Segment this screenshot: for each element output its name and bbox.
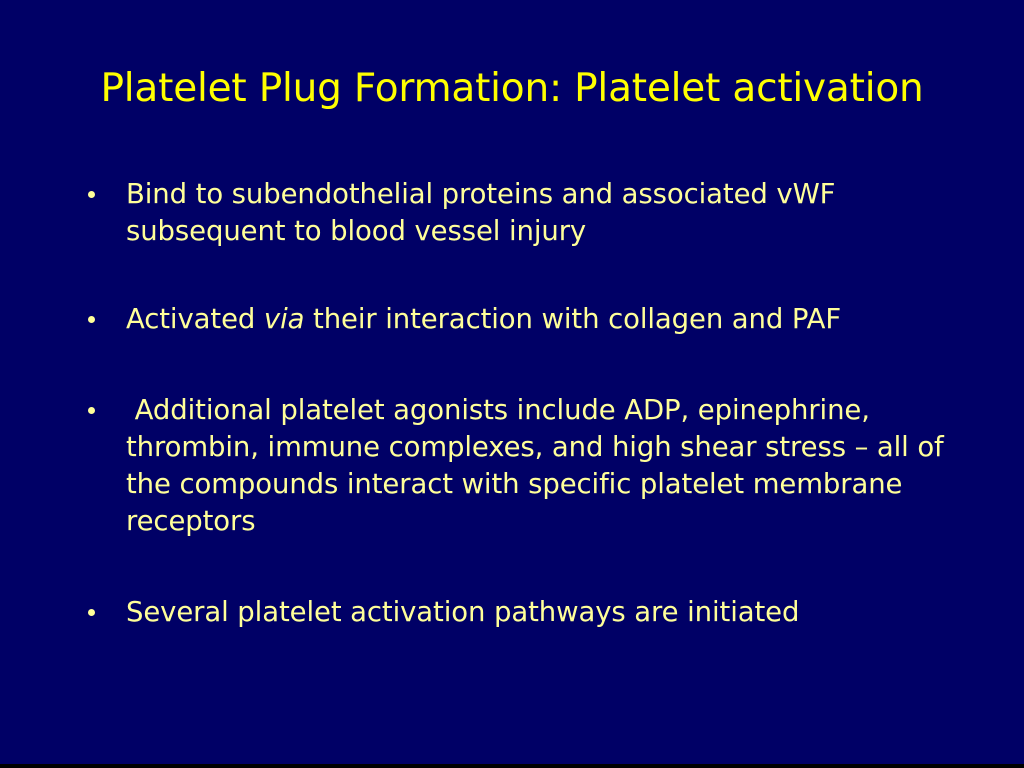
list-item: Bind to subendothelial proteins and asso… xyxy=(74,176,974,250)
bullet-dot-icon xyxy=(88,609,95,616)
bullet-list: Bind to subendothelial proteins and asso… xyxy=(74,176,974,631)
bullet-dot-icon xyxy=(88,191,95,198)
list-item: Activated via their interaction with col… xyxy=(74,301,974,338)
list-item-label: Additional platelet agonists include ADP… xyxy=(126,394,953,537)
bullet-spacer xyxy=(74,540,974,594)
list-item: Additional platelet agonists include ADP… xyxy=(74,392,974,540)
bullet-spacer xyxy=(74,250,974,301)
list-item: Several platelet activation pathways are… xyxy=(74,594,974,631)
bullet-dot-icon xyxy=(88,316,95,323)
list-item-label: Several platelet activation pathways are… xyxy=(126,596,800,628)
page-title: Platelet Plug Formation: Platelet activa… xyxy=(100,66,924,111)
bullet-dot-icon xyxy=(88,407,95,414)
list-item-label: Activated via their interaction with col… xyxy=(126,301,974,338)
bullet-spacer xyxy=(74,338,974,392)
list-item-emphasis: via xyxy=(263,303,305,335)
slide-bottom-band xyxy=(0,764,1024,768)
list-item-text-lead: Activated xyxy=(126,303,264,335)
list-item-text-tail: their interaction with collagen and PAF xyxy=(304,303,842,335)
list-item-label: Bind to subendothelial proteins and asso… xyxy=(126,178,845,247)
